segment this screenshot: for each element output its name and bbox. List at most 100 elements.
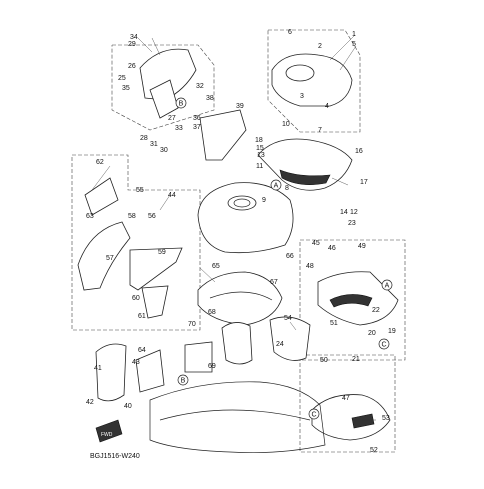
ref-circle-b-label: B	[179, 101, 184, 108]
callout-62: 62	[96, 159, 104, 166]
front-direction-badge: FWD	[95, 419, 123, 443]
callout-10: 10	[282, 121, 290, 128]
frame-outline	[149, 381, 326, 454]
callout-59: 59	[158, 249, 166, 256]
callout-6: 6	[288, 29, 292, 36]
lower-left-bracket	[95, 343, 127, 402]
callout-34: 34	[130, 34, 138, 41]
air-duct	[221, 322, 253, 365]
lower-right-cover	[311, 394, 391, 441]
callout-53: 53	[382, 415, 390, 422]
bracket-insert	[199, 109, 247, 161]
ref-circle-b-2-label: B	[181, 378, 186, 385]
leader-lines	[91, 34, 376, 421]
tank-under-cover	[197, 271, 283, 326]
callout-68: 68	[208, 309, 216, 316]
callout-52: 52	[370, 447, 378, 454]
diagram-code: BGJ1516-W240	[90, 453, 140, 460]
duct-bracket	[184, 341, 213, 373]
callout-67: 67	[270, 279, 278, 286]
callout-15: 15	[256, 145, 264, 152]
callout-20: 20	[368, 330, 376, 337]
callout-numbers: 1 2 3 4 5 6 7 8 9 10 11 12 13 14 15 16 1…	[86, 29, 396, 454]
callout-17: 17	[360, 179, 368, 186]
callout-8: 8	[285, 185, 289, 192]
callout-21: 21	[352, 356, 360, 363]
callout-40: 40	[124, 403, 132, 410]
callout-70: 70	[188, 321, 196, 328]
fuel-tank	[197, 182, 294, 254]
callout-7: 7	[318, 127, 322, 134]
ref-circle-a-label: A	[274, 183, 279, 190]
callout-19: 19	[388, 328, 396, 335]
callout-42: 42	[86, 399, 94, 406]
callout-58: 58	[128, 213, 136, 220]
callout-47: 47	[342, 395, 350, 402]
callout-49: 49	[358, 243, 366, 250]
callout-50: 50	[320, 357, 328, 364]
ref-circle-c-2-label: C	[311, 412, 316, 419]
callout-35: 35	[122, 85, 130, 92]
right-inner-cover	[269, 316, 311, 361]
callout-27: 27	[168, 115, 176, 122]
callout-32: 32	[196, 83, 204, 90]
callout-61: 61	[138, 313, 146, 320]
ref-circle-a: A	[270, 179, 282, 191]
callout-25: 25	[118, 75, 126, 82]
callout-23: 23	[348, 220, 356, 227]
callout-5: 5	[352, 41, 356, 48]
callout-56: 56	[148, 213, 156, 220]
callout-69: 69	[208, 363, 216, 370]
ref-circle-c-2: C	[308, 408, 320, 420]
ref-circle-c: C	[378, 338, 390, 350]
left-decal	[84, 177, 119, 216]
callout-41: 41	[94, 365, 102, 372]
lower-right-emblem	[351, 413, 375, 429]
callout-45: 45	[312, 240, 320, 247]
callout-18: 18	[255, 137, 263, 144]
callout-1: 1	[352, 31, 356, 38]
callout-64: 64	[138, 347, 146, 354]
tank-under-cover-rib	[209, 291, 273, 301]
callout-4: 4	[325, 103, 329, 110]
ref-circle-a-2: A	[381, 279, 393, 291]
tank-filler-ring	[233, 198, 251, 208]
callout-48: 48	[306, 263, 314, 270]
callout-51: 51	[330, 320, 338, 327]
left-lower-stay	[141, 285, 169, 319]
callout-11: 11	[256, 163, 263, 170]
callout-44: 44	[168, 192, 176, 199]
callout-36: 36	[193, 115, 201, 122]
lower-left-plate	[135, 349, 165, 393]
callout-33: 33	[175, 125, 183, 132]
callout-46: 46	[328, 245, 336, 252]
ref-circle-b-2: B	[177, 374, 189, 386]
tank-side-panel-trim	[279, 169, 331, 185]
callout-57: 57	[106, 255, 114, 262]
callout-26: 26	[128, 63, 136, 70]
left-side-stay	[129, 247, 183, 291]
front-badge-label: FWD	[101, 432, 113, 438]
frame-tube	[159, 409, 311, 421]
ref-circle-c-label: C	[381, 342, 386, 349]
callout-63: 63	[86, 213, 94, 220]
upper-bracket-arm	[149, 79, 179, 119]
callout-14: 14	[340, 209, 348, 216]
left-side-cover	[77, 221, 131, 291]
callout-30: 30	[160, 147, 168, 154]
tank-filler-neck	[227, 195, 257, 211]
callout-16: 16	[355, 148, 363, 155]
group-frame-left	[71, 154, 201, 331]
ref-circle-a-2-label: A	[385, 283, 390, 290]
callout-28: 28	[140, 135, 148, 142]
callout-29: 29	[128, 41, 136, 48]
callout-43: 43	[132, 359, 140, 366]
group-frame-top-right	[267, 29, 361, 133]
callout-65: 65	[212, 263, 220, 270]
group-frame-bottom-right	[299, 354, 396, 453]
callout-66: 66	[286, 253, 294, 260]
callout-2: 2	[318, 43, 322, 50]
group-frame-top-left	[111, 44, 215, 131]
callout-60: 60	[132, 295, 140, 302]
